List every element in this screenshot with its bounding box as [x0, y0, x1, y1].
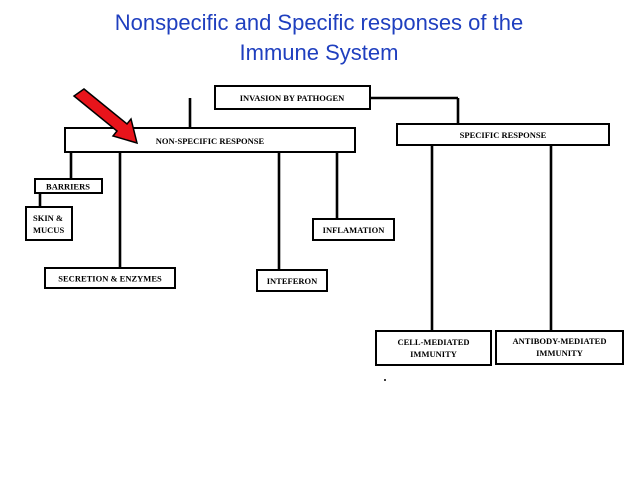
- slide-title: Nonspecific and Specific responses of th…: [0, 8, 638, 68]
- node-label-cell-line-1: CELL-MEDIATED: [397, 337, 469, 347]
- node-label-skin-line-2: MUCUS: [33, 225, 64, 235]
- node-cell-mediated-immunity: CELL-MEDIATED IMMUNITY: [375, 330, 492, 366]
- node-label-inflamation: INFLAMATION: [323, 225, 386, 235]
- node-skin-and-mucus: SKIN & MUCUS: [25, 206, 73, 241]
- node-label-skin-line-1: SKIN &: [33, 213, 63, 223]
- node-secretion-and-enzymes: SECRETION & ENZYMES: [44, 267, 176, 289]
- node-barriers: BARRIERS: [34, 178, 103, 194]
- node-label-invasion: INVASION BY PATHOGEN: [240, 93, 345, 103]
- node-label-specific: SPECIFIC RESPONSE: [460, 130, 547, 140]
- node-label-nonspecific: NON-SPECIFIC RESPONSE: [156, 136, 265, 146]
- node-invasion-by-pathogen: INVASION BY PATHOGEN: [214, 85, 371, 110]
- title-line-1: Nonspecific and Specific responses of th…: [114, 10, 524, 35]
- stray-dot: [384, 379, 386, 381]
- node-label-antibody-line-2: IMMUNITY: [536, 348, 583, 358]
- node-specific-response: SPECIFIC RESPONSE: [396, 123, 610, 146]
- node-label-barriers: BARRIERS: [46, 182, 90, 192]
- node-label-inteferon: INTEFERON: [267, 276, 318, 286]
- title-line-2: Immune System: [239, 40, 399, 65]
- node-non-specific-response: NON-SPECIFIC RESPONSE: [64, 127, 356, 153]
- node-label-antibody-line-1: ANTIBODY-MEDIATED: [513, 336, 607, 346]
- node-inteferon: INTEFERON: [256, 269, 328, 292]
- node-label-cell-line-2: IMMUNITY: [410, 349, 457, 359]
- node-label-secretion: SECRETION & ENZYMES: [58, 274, 162, 284]
- connector-lines: [38, 96, 553, 331]
- node-inflamation: INFLAMATION: [312, 218, 395, 241]
- node-antibody-mediated-immunity: ANTIBODY-MEDIATED IMMUNITY: [495, 330, 624, 365]
- red-arrow-icon: [72, 88, 139, 145]
